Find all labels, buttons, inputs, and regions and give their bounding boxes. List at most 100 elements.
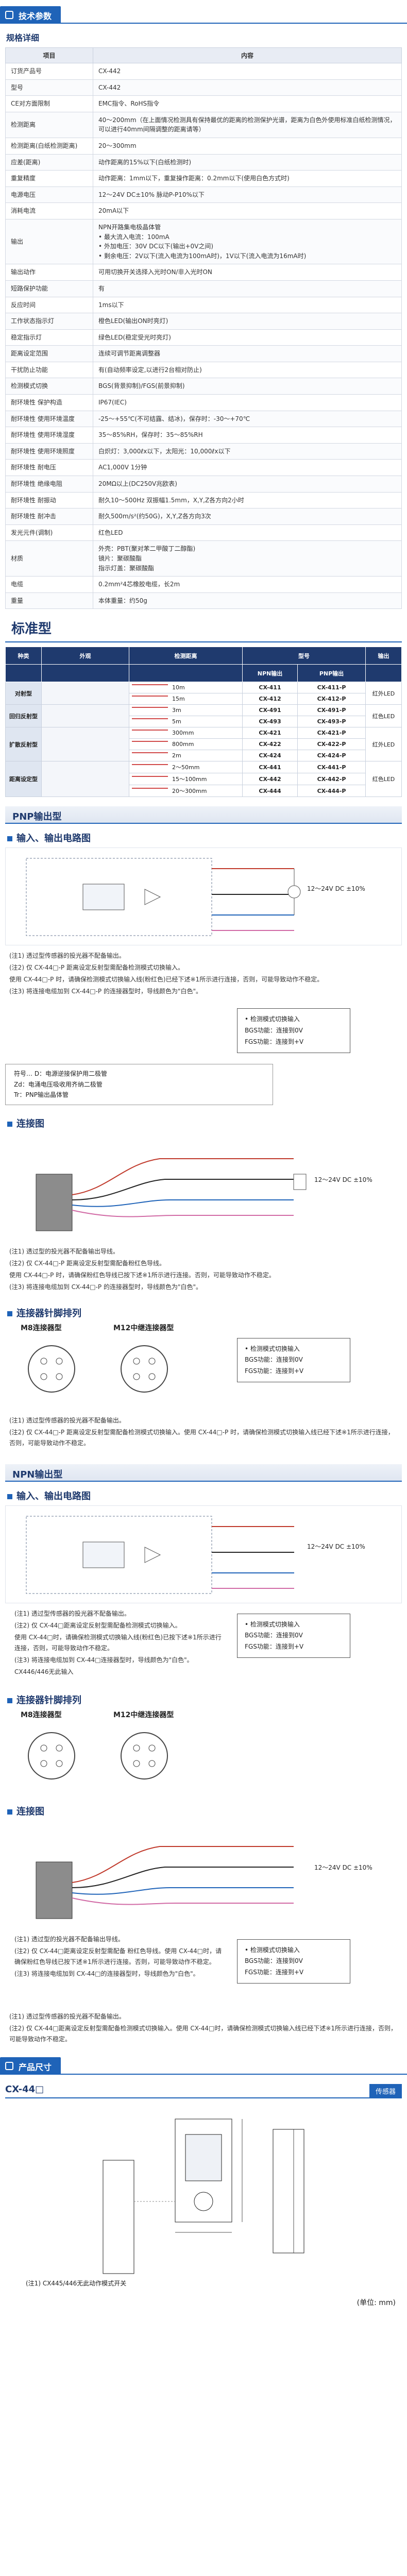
pnp-wiring-notes: (注1) 透过型的投光器不配备输出导线。(注2) 仅 CX-44□-P 距离设定… [0,1241,407,1299]
model-range: 5m [129,716,243,728]
dimension-model: CX-44□ [5,2083,44,2095]
spec-key: 耐环境性 保护构造 [5,394,93,411]
spec-key: 耐环境性 使用环境湿度 [5,427,93,444]
spec-key: 耐环境性 耐电压 [5,459,93,477]
spec-key: 输出 [5,218,93,265]
dimension-tag: 传感器 [369,2083,402,2098]
spec-value: 白炽灯：3,000ℓx以下，太阳光：10,000ℓx以下 [93,443,402,460]
square-icon [7,1311,12,1316]
model-output: 红外LED [365,727,402,762]
model-type: 对射型 [5,682,42,705]
tech-params-tab: 技术参数 [0,6,61,24]
model-range: 10m [129,682,243,694]
square-icon [7,836,12,842]
spec-value: 红色LED [93,524,402,541]
size-banner: 产品尺寸 [0,2054,407,2075]
model-range-label: 15～100mm [172,776,207,783]
spec-row: 耐环境性 使用环境温度-25～+55℃(不可结露、结冰)，保存时：-30～+70… [5,410,402,428]
range-bar [132,788,168,795]
models-header-pnp: PNP输出 [297,664,366,683]
pnp-io-svg [26,858,301,936]
note-line: (注1) 透过型传感器的投光器不配备输出。 [9,2012,125,2020]
spec-value: 绿色LED(稳定受光时亮灯) [93,329,402,346]
npn-pin-notes: (注1) 透过型传感器的投光器不配备输出。(注2) 仅 CX-44□距离设定反射… [0,2006,407,2051]
dimension-header: CX-44□ 传感器 [5,2081,402,2098]
legend-line: 符号… D：电源逆接保护用二极管 [14,1070,108,1078]
model-range-label: 20～300mm [172,788,207,795]
model-type: 扩散反射型 [5,727,42,762]
models-subheader-blank-3 [129,664,243,683]
spec-row: 耐环境性 使用环境照度白炽灯：3,000ℓx以下，太阳光：10,000ℓx以下 [5,443,402,460]
npn-wiring-title-text: 连接图 [16,1806,44,1817]
spec-value: 可用切换开关选择入光时ON/非入光时ON [93,264,402,281]
model-range: 3m [129,704,243,717]
spec-value: CX-442 [93,63,402,80]
mode-line: FGS功能：连接到+V [245,1968,304,1976]
unit-label: (单位: mm) [357,2298,396,2307]
pnp-wiring-supply: 12～24V DC ±10% [314,1176,372,1183]
note-line: CX446/446无此输入 [14,1668,74,1675]
pnp-io-title-text: 输入、输出电路图 [16,833,91,844]
note-line: 使用 CX-44□-P 时，请确保粉红色导线已按下述※1所示进行连接。否则，可能… [9,1271,275,1279]
npn-pin-svg [28,1732,168,1780]
model-pnp: CX-444-P [297,785,366,798]
models-subheader-blank-4 [365,664,402,683]
npn-wiring-supply: 12～24V DC ±10% [314,1863,372,1871]
spec-key: 稳定指示灯 [5,329,93,346]
spec-value: -25～+55℃(不可结露、结冰)，保存时：-30～+70℃ [93,410,402,428]
model-pnp: CX-421-P [297,727,366,739]
spec-row: 发光元件(调制)红色LED [5,524,402,541]
spec-key: 工作状态指示灯 [5,313,93,330]
note-line: (注2) 仅 CX-44□-P 距离设定反射型需配备检测模式切换输入。使用 CX… [9,1428,394,1447]
model-pnp: CX-441-P [297,761,366,774]
spec-value: NPN开路集电极晶体管 • 最大流入电流：100mA • 外加电压：30V DC… [93,218,402,265]
spec-key: 发光元件(调制) [5,524,93,541]
model-output: 红外LED [365,682,402,705]
note-line: (注1) 透过型的投光器不配备输出导线。 [14,1935,124,1943]
spec-row: 应差(距离)动作距离的15%以下(白纸检测时) [5,154,402,171]
spec-row: 耐环境性 耐振动耐久10～500Hz 双振幅1.5mm，X,Y,Z各方向2小时 [5,492,402,509]
pnp-m8-label: M8连接器型 [21,1324,62,1332]
spec-value: 20～300mm [93,137,402,155]
size-title: 产品尺寸 [19,2062,52,2072]
spec-key: 电缆 [5,576,93,593]
spec-value: BGS(背景抑制)/FGS(前景抑制) [93,378,402,395]
npn-io-svg [26,1516,294,1594]
npn-m8-label: M8连接器型 [21,1710,62,1719]
pnp-wiring-diagram: 12～24V DC ±10% [5,1132,402,1241]
mode-line: BGS功能：连接到0V [245,1632,303,1639]
model-pnp: CX-412-P [297,693,366,705]
spec-key: 检测距离 [5,111,93,138]
mode-line: • 检测模式切换输入 [245,1015,300,1023]
model-range-label: 10m [172,684,185,691]
spec-value: 耐久10～500Hz 双振幅1.5mm，X,Y,Z各方向2小时 [93,492,402,509]
spec-value: 20MΩ以上(DC250V兆欧表) [93,476,402,493]
note-line: (注1) 透过型传感器的投光器不配备输出。 [14,1609,130,1617]
spec-value: AC1,000V 1分钟 [93,459,402,477]
model-npn: CX-422 [242,738,298,751]
pnp-pin-title: 连接器针脚排列 [0,1299,407,1323]
spec-key: 重量 [5,592,93,609]
spec-value: 连续可调节距离调整器 [93,345,402,362]
models-header-output: 输出 [365,647,402,665]
spec-key: 短路保护功能 [5,280,93,297]
tech-params-title: 技术参数 [19,11,52,21]
pnp-supply-label: 12～24V DC ±10% [307,885,365,893]
spec-row: 工作状态指示灯橙色LED(输出ON时亮灯) [5,313,402,330]
